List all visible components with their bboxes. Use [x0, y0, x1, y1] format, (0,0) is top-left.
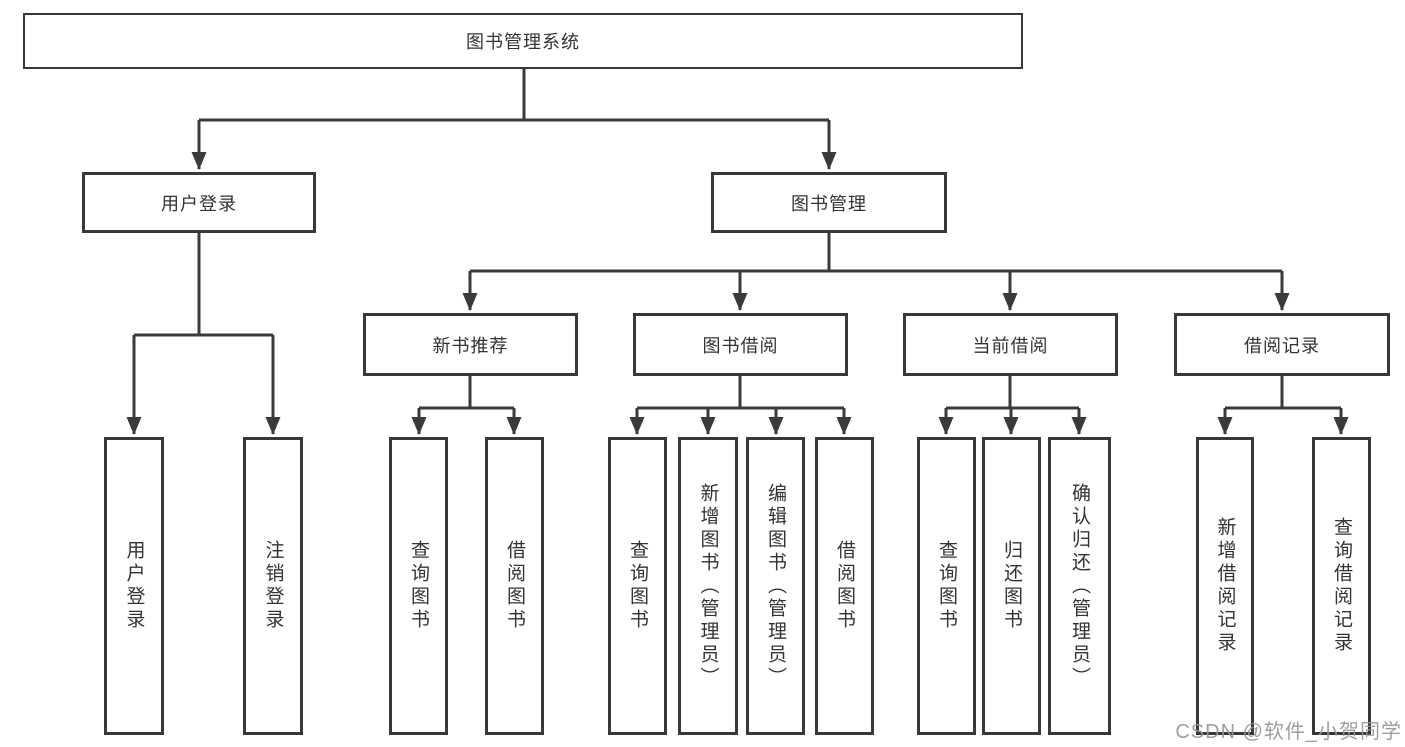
leaf-logout: 注销登录 [243, 437, 303, 735]
node-current-borrow: 当前借阅 [903, 313, 1118, 376]
leaf-current-return-books: 归还图书 [982, 437, 1041, 735]
leaf-current-confirm-return-admin-label: 确认归还（管理员） [1069, 482, 1090, 690]
leaf-current-confirm-return-admin: 确认归还（管理员） [1048, 437, 1111, 735]
node-borrow-records-label: 借阅记录 [1244, 335, 1320, 356]
leaf-borrow-borrow-books-label: 借阅图书 [834, 540, 855, 632]
node-system-root-label: 图书管理系统 [466, 32, 580, 52]
leaf-user-login-label: 用户登录 [123, 540, 145, 632]
leaf-current-query-books: 查询图书 [917, 437, 976, 735]
leaf-records-add-record: 新增借阅记录 [1196, 437, 1254, 735]
node-user-login-label: 用户登录 [161, 193, 237, 214]
node-system-root: 图书管理系统 [23, 13, 1023, 69]
node-book-management-label: 图书管理 [791, 193, 867, 214]
leaf-borrow-add-books-admin-label: 新增图书（管理员） [697, 482, 719, 690]
leaf-borrow-edit-books-admin: 编辑图书（管理员） [746, 437, 805, 735]
leaf-recommend-borrow-books: 借阅图书 [485, 437, 544, 735]
leaf-current-return-books-label: 归还图书 [1001, 540, 1022, 632]
node-borrow-records: 借阅记录 [1174, 313, 1390, 376]
leaf-borrow-query-books-label: 查询图书 [627, 540, 648, 632]
leaf-logout-label: 注销登录 [262, 540, 284, 632]
node-user-login: 用户登录 [82, 172, 316, 233]
leaf-user-login: 用户登录 [104, 437, 164, 735]
node-new-book-recommend: 新书推荐 [363, 313, 578, 376]
leaf-borrow-add-books-admin: 新增图书（管理员） [678, 437, 738, 735]
node-current-borrow-label: 当前借阅 [972, 335, 1049, 356]
leaf-borrow-query-books: 查询图书 [608, 437, 667, 735]
csdn-watermark: CSDN @软件_小贺同学 [1175, 721, 1402, 743]
node-new-book-recommend-label: 新书推荐 [432, 335, 509, 356]
leaf-recommend-query-books-label: 查询图书 [408, 540, 429, 632]
leaf-recommend-query-books: 查询图书 [389, 437, 448, 735]
leaf-records-query-record: 查询借阅记录 [1312, 437, 1371, 735]
leaf-borrow-borrow-books: 借阅图书 [815, 437, 874, 735]
node-book-borrow: 图书借阅 [633, 313, 848, 376]
leaf-recommend-borrow-books-label: 借阅图书 [504, 540, 525, 632]
leaf-records-query-record-label: 查询借阅记录 [1331, 517, 1352, 655]
leaf-borrow-edit-books-admin-label: 编辑图书（管理员） [765, 482, 786, 690]
leaf-records-add-record-label: 新增借阅记录 [1214, 517, 1236, 655]
leaf-current-query-books-label: 查询图书 [936, 540, 957, 632]
node-book-management: 图书管理 [711, 172, 947, 233]
node-book-borrow-label: 图书借阅 [702, 335, 779, 356]
